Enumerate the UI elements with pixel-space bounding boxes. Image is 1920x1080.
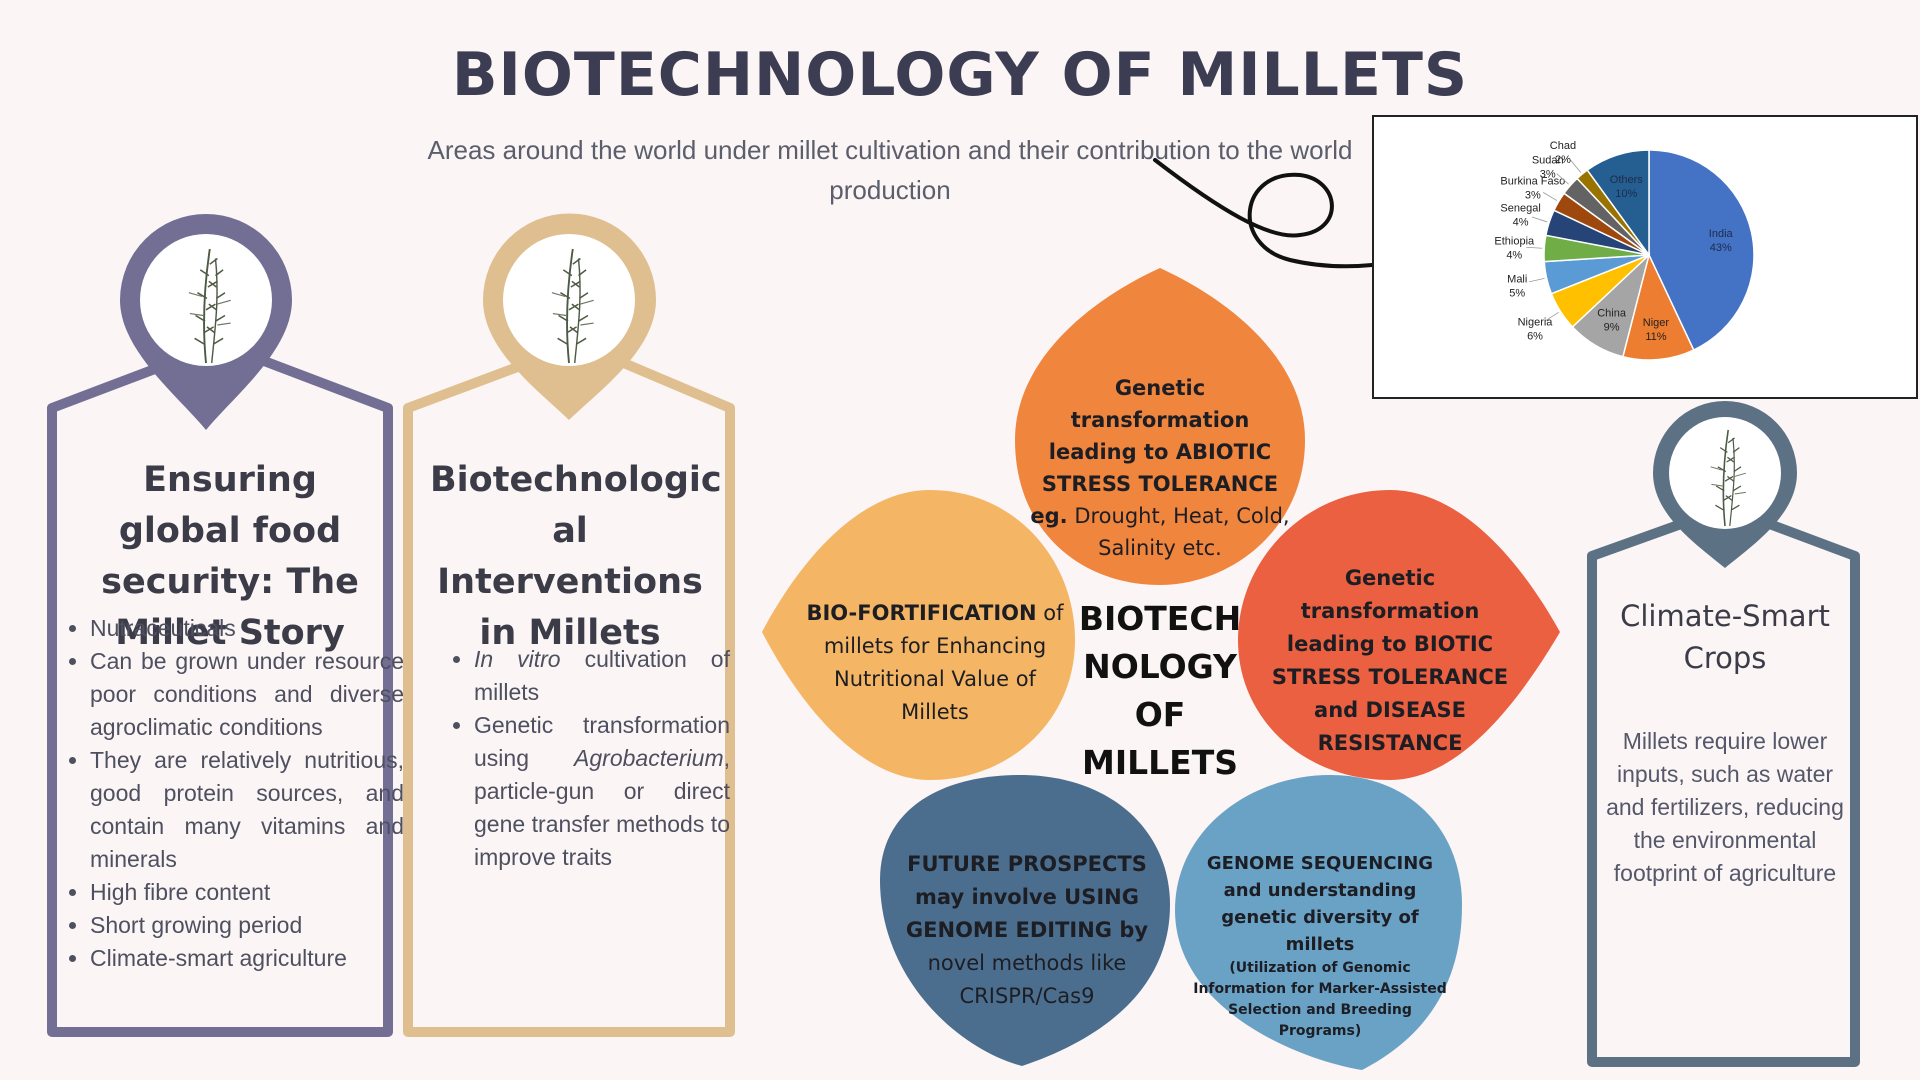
pie-value-label: 6% xyxy=(1527,330,1543,342)
pie-label: Senegal xyxy=(1500,202,1540,214)
petal-genome xyxy=(1175,775,1462,1070)
petal-abiotic-text: Genetic transformation leading to ABIOTI… xyxy=(1030,376,1290,560)
chart-caption: Areas around the world under millet cult… xyxy=(427,135,1353,205)
petal-biotic-text: Genetic transformation leading to BIOTIC… xyxy=(1271,566,1509,755)
list-item: In vitro cultivation of millets xyxy=(474,643,730,709)
pie-label: Niger xyxy=(1643,317,1670,329)
pie-leader-line xyxy=(1542,192,1558,201)
climate-body-text: Millets require lower inputs, such as wa… xyxy=(1606,728,1844,886)
page-title: BIOTECHNOLOGY OF MILLETS xyxy=(451,40,1469,110)
petal-biotic xyxy=(1238,490,1560,780)
interventions-heading: Biotechnologic al Interventions in Mille… xyxy=(430,460,722,653)
pie-label: Sudan xyxy=(1532,155,1564,167)
pie-label: Others xyxy=(1610,174,1644,186)
pie-value-label: 4% xyxy=(1513,216,1529,228)
petal-biofort xyxy=(762,490,1075,780)
petal-future xyxy=(880,775,1170,1066)
pie-value-label: 4% xyxy=(1506,250,1522,262)
food-security-heading: Ensuring global food security: The Mille… xyxy=(101,460,359,653)
list-item: Genetic transformation using Agrobacteri… xyxy=(474,709,730,874)
pie-label: Nigeria xyxy=(1518,316,1554,328)
pie-leader-line xyxy=(1526,246,1543,249)
pie-label: Mali xyxy=(1507,273,1527,285)
arrow-to-chart xyxy=(1153,158,1432,269)
pie-value-label: 10% xyxy=(1615,188,1637,200)
list-item: High fibre content xyxy=(90,876,404,909)
pie-value-label: 43% xyxy=(1710,242,1732,254)
list-item: Nutraceuticals xyxy=(90,612,404,645)
pie-value-label: 3% xyxy=(1540,169,1556,181)
interventions-bullets: In vitro cultivation of millets Genetic … xyxy=(444,643,730,874)
pie-leader-line xyxy=(1528,277,1545,283)
petal-biofort-text: BIO-FORTIFICATION of millets for Enhanci… xyxy=(806,601,1064,724)
pie-value-label: 5% xyxy=(1509,287,1525,299)
list-item: They are relatively nutritious, good pro… xyxy=(90,744,404,876)
pie-label: Burkina Faso xyxy=(1500,175,1565,187)
petal-genome-text: GENOME SEQUENCING and understanding gene… xyxy=(1193,853,1447,1039)
list-item: Short growing period xyxy=(90,909,404,942)
flower-center-label: BIOTECH NOLOGY OF MILLETS xyxy=(1078,599,1242,782)
pie-slice-others xyxy=(1586,149,1650,258)
pie-leader-line xyxy=(1531,216,1548,223)
pie-label: India xyxy=(1709,228,1734,240)
pie-chart-panel: India 43% Niger 11% China 9% Nigeria 6% Mali 5% Et… xyxy=(1372,115,1918,399)
pie-value-label: 3% xyxy=(1525,189,1541,201)
pie-value-label: 9% xyxy=(1604,321,1620,333)
petal-future-text: FUTURE PROSPECTS may involve USING GENOM… xyxy=(905,852,1149,1008)
pie-leader-line xyxy=(1570,159,1582,173)
pie-slice-india xyxy=(1648,149,1755,352)
pie-label: Chad xyxy=(1550,140,1576,152)
list-item: Can be grown under resource poor conditi… xyxy=(90,645,404,744)
food-security-bullets: Nutraceuticals Can be grown under resour… xyxy=(60,612,404,975)
pie-label: Ethiopia xyxy=(1494,236,1535,248)
pie-chart: India 43% Niger 11% China 9% Nigeria 6% Mali 5% Et… xyxy=(1494,140,1755,361)
petal-abiotic xyxy=(1015,268,1305,585)
pie-value-label: 11% xyxy=(1645,331,1666,343)
list-item: Climate-smart agriculture xyxy=(90,942,404,975)
pie-leader-line xyxy=(1544,311,1559,322)
pie-value-label: 2% xyxy=(1555,154,1571,166)
pie-leader-line xyxy=(1556,173,1570,185)
pie-slice-niger xyxy=(1621,252,1695,361)
pie-label: China xyxy=(1597,307,1627,319)
climate-heading: Climate-Smart Crops xyxy=(1620,599,1830,675)
